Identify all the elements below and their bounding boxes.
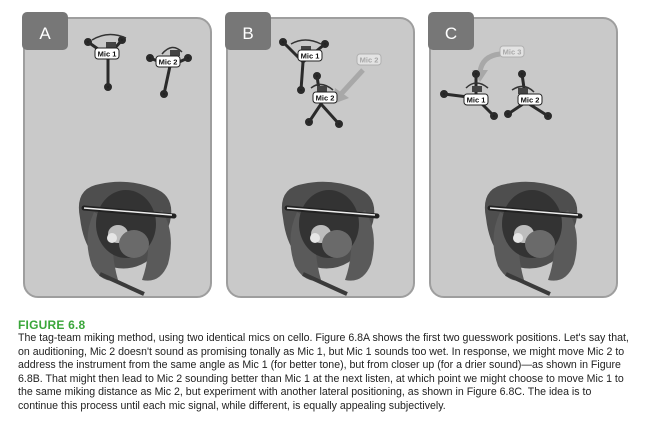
mic-2-label: Mic 2 bbox=[159, 58, 178, 67]
mic-1-label-box: Mic 1 bbox=[94, 47, 120, 60]
mic-2-body bbox=[161, 46, 183, 56]
mic-2-body bbox=[310, 83, 334, 92]
mic-1-label: Mic 1 bbox=[467, 96, 486, 105]
mic-2-label: Mic 2 bbox=[521, 96, 540, 105]
mic-2-label-box: Mic 2 bbox=[312, 91, 338, 104]
panel-b-illustration: B Mic 1 Mic 2 bbox=[225, 12, 415, 298]
ghost-mic-2: Mic 2 bbox=[356, 53, 382, 66]
mic-2-label-box: Mic 2 bbox=[155, 55, 181, 68]
mic-2-body bbox=[511, 85, 535, 94]
ghost-mic-label: Mic 3 bbox=[503, 48, 522, 57]
cellist-figure bbox=[78, 181, 177, 296]
mic-2-label: Mic 2 bbox=[316, 94, 335, 103]
mic-2-stand bbox=[305, 72, 343, 128]
ghost-mic-label: Mic 2 bbox=[360, 56, 379, 65]
mic-2-label-box: Mic 2 bbox=[517, 93, 543, 106]
panel-a-illustration: A Mic 1 Mic 2 bbox=[22, 12, 212, 298]
panel-a-letter: A bbox=[39, 24, 51, 43]
panel-b-letter: B bbox=[242, 24, 253, 43]
mic-1-label-box: Mic 1 bbox=[297, 49, 323, 62]
panel-b: B Mic 1 Mic 2 bbox=[225, 12, 416, 299]
mic-1-label: Mic 1 bbox=[98, 50, 117, 59]
figure-caption: The tag-team miking method, using two id… bbox=[18, 332, 629, 412]
panel-a: A Mic 1 Mic 2 bbox=[22, 12, 213, 299]
panel-c-letter: C bbox=[445, 24, 457, 43]
panel-c: C Mic 3 Mic 1 bbox=[428, 12, 619, 299]
panel-c-illustration: C Mic 3 Mic 1 bbox=[428, 12, 618, 298]
mic-1-body bbox=[290, 39, 322, 52]
mic-1-body bbox=[465, 82, 489, 92]
mic-1-label: Mic 1 bbox=[301, 52, 320, 61]
figure-title: FIGURE 6.8 bbox=[18, 318, 86, 332]
cellist-figure bbox=[484, 181, 583, 296]
ghost-mic-3: Mic 3 bbox=[499, 45, 525, 58]
cellist-figure bbox=[281, 181, 380, 296]
mic-1-label-box: Mic 1 bbox=[463, 93, 489, 106]
mic-1-body bbox=[91, 33, 127, 48]
